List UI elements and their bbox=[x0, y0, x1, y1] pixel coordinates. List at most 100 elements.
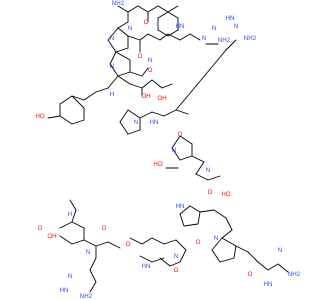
carbonyl-o-label: O bbox=[126, 241, 131, 248]
ring-bond bbox=[179, 205, 191, 215]
threonine-oh-label: HO bbox=[153, 161, 162, 168]
side-chain-bond bbox=[47, 115, 61, 119]
acid-o-label: O bbox=[38, 225, 43, 232]
aromatic-bond bbox=[71, 95, 85, 109]
backbone-bond bbox=[117, 5, 129, 13]
backbone-bond bbox=[151, 111, 165, 117]
backbone-bond bbox=[139, 111, 153, 119]
backbone-bond bbox=[147, 5, 159, 13]
pro-n-label: N bbox=[172, 147, 176, 154]
backbone-bond bbox=[151, 79, 163, 89]
backbone-bond bbox=[71, 239, 85, 245]
backbone-bond bbox=[161, 83, 173, 89]
side-chain-bond bbox=[127, 35, 141, 41]
guanidine-imine-label: HN bbox=[264, 281, 273, 288]
backbone-bond bbox=[107, 241, 121, 249]
backbone-bond bbox=[221, 229, 233, 239]
side-chain-bond bbox=[141, 237, 153, 245]
side-chain-bond bbox=[235, 245, 249, 253]
ring-bond bbox=[171, 135, 181, 149]
aromatic-bond bbox=[71, 119, 85, 125]
ring-bond bbox=[219, 257, 235, 263]
ring-bond bbox=[175, 239, 187, 251]
side-chain-bond bbox=[179, 33, 191, 41]
carbonyl-o-label: O bbox=[174, 267, 179, 274]
side-chain-bond bbox=[147, 33, 161, 41]
side-chain-bond bbox=[139, 33, 149, 41]
ring-bond bbox=[107, 39, 117, 53]
ring-bond bbox=[169, 261, 181, 267]
side-chain-bond bbox=[159, 33, 169, 41]
carbonyl-o-label: O bbox=[144, 19, 149, 26]
backbone-bond bbox=[117, 21, 129, 29]
carbonyl-o-label: O bbox=[148, 67, 153, 74]
ring-bond bbox=[107, 27, 119, 41]
aromatic-bond bbox=[59, 115, 73, 125]
ring-bond bbox=[179, 135, 193, 145]
carbonyl-o-label: O bbox=[138, 53, 143, 60]
ring-bond bbox=[233, 245, 237, 259]
backbone-bond bbox=[141, 79, 153, 89]
backbone-bond bbox=[83, 239, 97, 247]
side-chain-bond bbox=[69, 199, 77, 211]
backbone-bond bbox=[213, 209, 227, 219]
side-chain-bond bbox=[163, 239, 177, 245]
side-chain-bond bbox=[71, 221, 85, 229]
phenol-oh-label: HO bbox=[35, 113, 44, 120]
ring-bond bbox=[157, 5, 169, 13]
backbone-bond bbox=[195, 173, 209, 181]
ring-bond bbox=[179, 155, 193, 161]
amide-hn-label: HN bbox=[150, 119, 159, 126]
amide-n-label: N bbox=[148, 57, 152, 64]
side-chain-bond bbox=[277, 263, 289, 273]
ring-bond bbox=[189, 205, 201, 213]
side-chain-bond bbox=[205, 61, 217, 75]
ring-bond bbox=[211, 249, 221, 263]
side-chain-bond bbox=[151, 237, 165, 245]
aromatic-bond bbox=[71, 95, 85, 101]
acid-oh-label: OH bbox=[47, 233, 56, 240]
aromatic-bond bbox=[59, 95, 73, 105]
side-chain-bond bbox=[185, 85, 197, 99]
pro-n-label: N bbox=[214, 235, 218, 242]
backbone-bond bbox=[207, 175, 221, 181]
ring-bond bbox=[179, 213, 185, 227]
guanidine-nh2-label: NH2 bbox=[244, 35, 257, 42]
ring-bond bbox=[119, 109, 129, 123]
amide-h-label: H bbox=[110, 91, 114, 98]
backbone-bond bbox=[191, 155, 205, 163]
guanidine-nh2-label: NH2 bbox=[80, 293, 93, 300]
side-chain-bond bbox=[247, 251, 259, 263]
imidazole-n-label: HN bbox=[176, 203, 185, 210]
ring-bond bbox=[127, 109, 141, 119]
backbone-bond bbox=[225, 217, 233, 231]
pro-n-label: N bbox=[110, 63, 114, 70]
serine-oh-label: OH bbox=[157, 95, 166, 102]
ring-bond bbox=[117, 71, 131, 77]
side-chain-bond bbox=[71, 209, 77, 223]
carbonyl-o-label: O bbox=[102, 225, 107, 232]
ring-bond bbox=[117, 27, 129, 37]
aromatic-bond bbox=[107, 75, 119, 89]
aromatic-bond bbox=[83, 91, 97, 101]
backbone-bond bbox=[117, 75, 131, 85]
bond-layer bbox=[47, 5, 289, 293]
backbone-bond bbox=[151, 257, 165, 263]
guanidine-imine-label: HN bbox=[226, 15, 235, 22]
side-chain-bond bbox=[167, 33, 181, 41]
guanidine-nh2-label: NH2 bbox=[288, 271, 300, 278]
guanidine-n-label: N bbox=[68, 273, 72, 280]
backbone-bond bbox=[129, 71, 143, 77]
ring-bond bbox=[179, 249, 187, 263]
side-chain-bond bbox=[215, 49, 227, 63]
aromatic-bond bbox=[95, 87, 109, 93]
pro-n-label: N bbox=[174, 253, 178, 260]
ring-bond bbox=[197, 211, 201, 225]
backbone-bond bbox=[137, 5, 149, 13]
ring-bond bbox=[119, 121, 129, 135]
ring-bond bbox=[115, 51, 131, 61]
side-chain-bond bbox=[257, 261, 269, 271]
ring-bond bbox=[115, 47, 129, 53]
guanidine-n-label: N bbox=[202, 35, 206, 42]
